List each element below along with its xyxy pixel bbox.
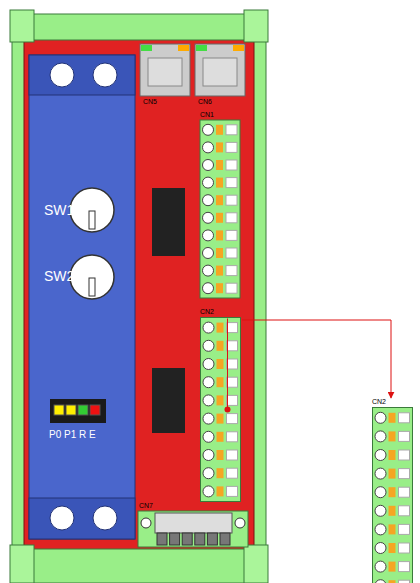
screw — [50, 63, 74, 87]
terminal — [375, 505, 410, 516]
cn7-connector — [138, 511, 248, 547]
circuit-board — [24, 38, 254, 553]
chip — [152, 368, 185, 433]
terminal-drawing — [200, 317, 242, 502]
connector-label: CN1 — [200, 111, 214, 118]
terminal — [203, 160, 238, 171]
terminal — [375, 524, 410, 535]
rj45-port — [195, 44, 245, 96]
terminal-body — [200, 120, 240, 298]
terminal — [203, 195, 238, 206]
rail-cap — [10, 10, 34, 42]
callout-dot — [225, 407, 231, 413]
screw — [93, 506, 117, 530]
port-label: CN6 — [198, 98, 212, 105]
terminal — [203, 431, 238, 442]
rotary-switch — [70, 255, 114, 299]
port-label: CN5 — [143, 98, 157, 105]
panel-strip — [29, 55, 135, 95]
terminal — [203, 212, 238, 223]
terminal — [203, 265, 238, 276]
terminal — [375, 561, 410, 572]
terminal-block: CN2 — [198, 308, 242, 502]
pin — [195, 533, 205, 545]
panel-strip — [29, 498, 135, 539]
terminal — [203, 359, 238, 370]
switch-label: SW2 — [44, 269, 74, 283]
pin — [207, 533, 217, 545]
terminal — [203, 230, 238, 241]
terminal — [203, 377, 238, 388]
terminal — [375, 450, 410, 461]
pin — [182, 533, 192, 545]
led — [78, 405, 88, 415]
led-holder — [50, 399, 106, 423]
terminal — [375, 468, 410, 479]
terminal — [203, 283, 238, 294]
terminal — [375, 543, 410, 554]
terminal — [203, 468, 238, 479]
switch-label: SW1 — [44, 203, 74, 217]
terminal — [203, 322, 238, 333]
led-label: P0 P1 R E — [49, 430, 96, 440]
led — [66, 405, 76, 415]
front-panel — [29, 55, 135, 539]
terminal — [375, 487, 410, 498]
led — [90, 405, 100, 415]
terminal — [375, 580, 410, 583]
callout-arrow — [242, 320, 391, 398]
pin — [157, 533, 167, 545]
terminal — [203, 413, 238, 424]
rail-cap — [244, 545, 268, 583]
terminal-block — [200, 120, 240, 298]
terminal — [203, 395, 238, 406]
callout-leader — [227, 319, 228, 410]
connector-label: CN7 — [139, 502, 153, 509]
connector-label: CN2 — [370, 398, 414, 407]
switch-slot — [89, 211, 95, 229]
screw — [50, 506, 74, 530]
terminal — [375, 412, 410, 423]
screw — [93, 63, 117, 87]
pin — [170, 533, 180, 545]
terminal-body — [201, 318, 241, 502]
terminal — [203, 177, 238, 188]
switch-slot — [89, 278, 95, 296]
rail-cap — [244, 10, 268, 42]
pin — [220, 533, 230, 545]
rotary-switch — [70, 188, 114, 232]
terminal — [203, 340, 238, 351]
terminal-drawing — [372, 407, 414, 583]
terminal — [203, 248, 238, 259]
rail-bar — [14, 549, 264, 583]
terminal — [203, 142, 238, 153]
chip — [152, 188, 185, 256]
terminal — [375, 431, 410, 442]
rj45-port — [140, 44, 190, 96]
rail-cap — [10, 545, 34, 583]
terminal-block: CN2 — [370, 398, 414, 583]
terminal-body — [373, 408, 413, 583]
led — [54, 405, 64, 415]
terminal — [203, 450, 238, 461]
rail-bar — [14, 14, 264, 40]
terminal — [203, 486, 238, 497]
connector-label: CN2 — [198, 308, 242, 317]
terminal — [203, 124, 238, 135]
